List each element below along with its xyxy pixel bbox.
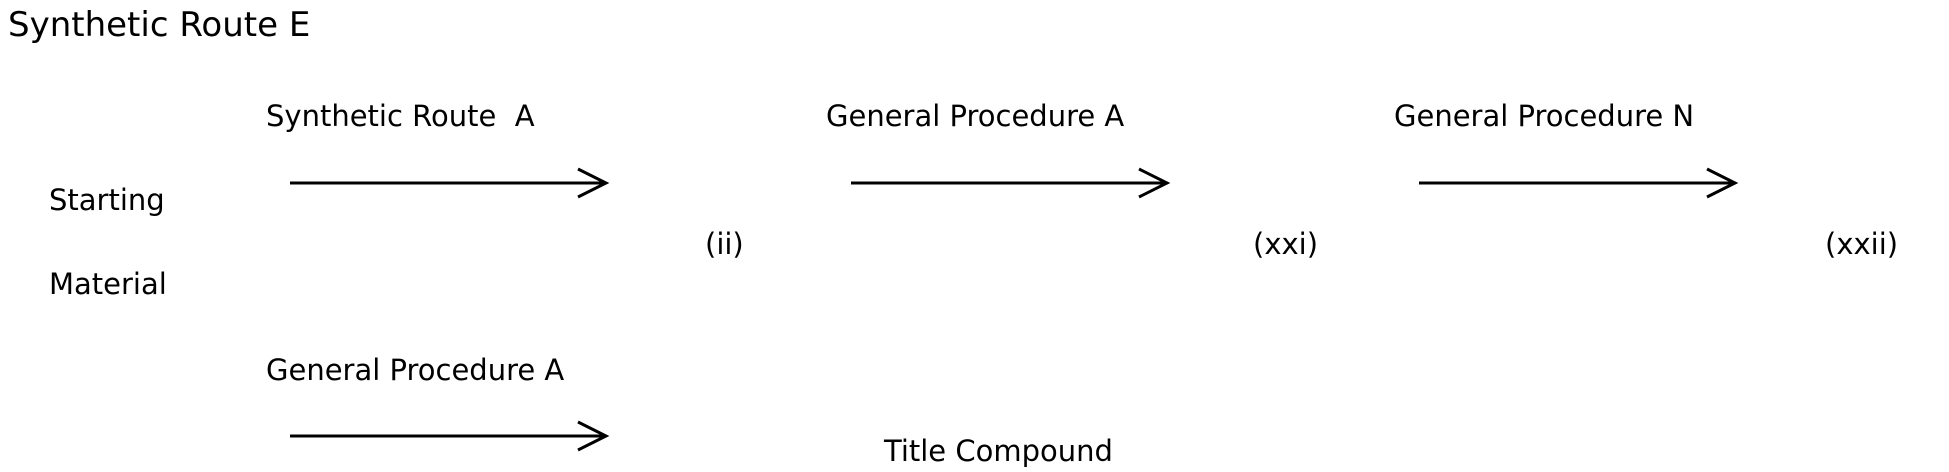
intermediate-xxii: (xxii) xyxy=(1825,230,1898,259)
reaction-arrow-3 xyxy=(1417,166,1743,200)
starting-material-line2: Material xyxy=(49,270,167,299)
reaction-arrow-2 xyxy=(849,166,1175,200)
step-label-2: General Procedure A xyxy=(826,102,1124,131)
step-label-3: General Procedure N xyxy=(1394,102,1694,131)
product-label: Title Compound xyxy=(884,437,1113,466)
step-label-4: General Procedure A xyxy=(266,356,564,385)
reaction-arrow-1 xyxy=(288,166,614,200)
reaction-arrow-4 xyxy=(288,419,614,453)
intermediate-ii: (ii) xyxy=(705,230,744,259)
starting-material-line1: Starting xyxy=(49,186,165,215)
intermediate-xxi: (xxi) xyxy=(1253,230,1318,259)
step-label-1: Synthetic Route A xyxy=(266,102,535,131)
scheme-title: Synthetic Route E xyxy=(8,8,310,42)
